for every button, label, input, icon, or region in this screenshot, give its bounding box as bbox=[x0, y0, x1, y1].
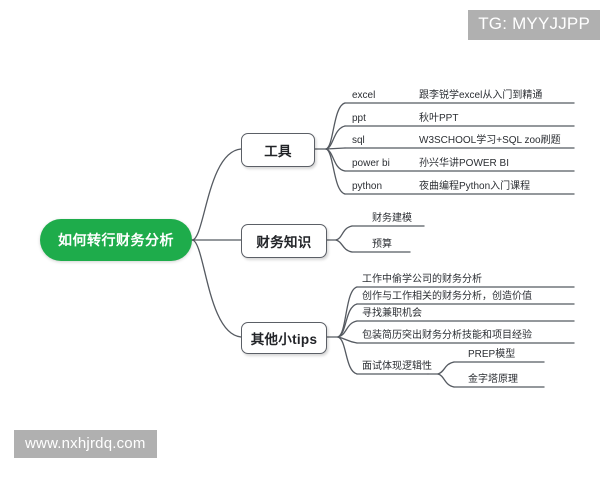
root-node-label: 如何转行财务分析 bbox=[58, 232, 174, 248]
leaf-tools-ppt-key: ppt bbox=[352, 113, 366, 124]
wire-root-to-tools bbox=[191, 148, 242, 241]
wire-tips-4 bbox=[337, 336, 358, 344]
wire-tools-ppt bbox=[325, 125, 346, 150]
leaf-sub-prep-model: PREP模型 bbox=[468, 349, 516, 360]
branch-node-finance[interactable]: 财务知识 bbox=[241, 224, 327, 258]
branch-node-tips[interactable]: 其他小tips bbox=[241, 322, 327, 354]
wire-finance-model bbox=[335, 225, 353, 241]
wire-sub-prep bbox=[437, 361, 455, 375]
leaf-tools-ppt-value: 秋叶PPT bbox=[419, 113, 459, 124]
wire-tips-3 bbox=[337, 320, 358, 338]
wire-tips-1 bbox=[337, 286, 358, 338]
wire-root-to-tips bbox=[191, 239, 242, 338]
leaf-tools-sql-value: W3SCHOOL学习+SQL zoo刷题 bbox=[419, 135, 561, 146]
leaf-finance-budget: 预算 bbox=[372, 239, 392, 250]
wire-tools-python bbox=[325, 148, 346, 195]
leaf-tools-python-value: 夜曲编程Python入门课程 bbox=[419, 181, 531, 192]
leaf-tips-resume: 包装简历突出财务分析技能和项目经验 bbox=[362, 330, 532, 341]
leaf-tips-learn-at-work: 工作中偷学公司的财务分析 bbox=[362, 274, 482, 285]
leaf-tools-python-key: python bbox=[352, 181, 383, 192]
wire-tools-sql bbox=[325, 147, 346, 150]
watermark-bottom-left: www.nxhjrdq.com bbox=[14, 430, 157, 458]
watermark-top-right: TG: MYYJJPP bbox=[468, 10, 600, 40]
leaf-finance-modeling: 财务建模 bbox=[372, 213, 412, 224]
wire-tips-2 bbox=[337, 303, 358, 338]
wire-sub-pyramid bbox=[437, 373, 455, 388]
branch-node-tools-label: 工具 bbox=[264, 144, 292, 159]
leaf-tips-find-parttime: 寻找兼职机会 bbox=[362, 308, 422, 319]
branch-node-tools[interactable]: 工具 bbox=[241, 133, 315, 167]
leaf-tools-sql-key: sql bbox=[352, 135, 365, 146]
leaf-tools-excel-value: 跟李锐学excel从入门到精通 bbox=[419, 90, 543, 101]
leaf-tips-interview-logic: 面试体现逻辑性 bbox=[362, 361, 432, 372]
wire-tools-excel bbox=[325, 102, 346, 150]
leaf-tools-excel-key: excel bbox=[352, 90, 376, 101]
wire-finance-budget bbox=[335, 239, 353, 253]
leaf-tips-create-content: 创作与工作相关的财务分析，创造价值 bbox=[362, 291, 532, 302]
branch-node-finance-label: 财务知识 bbox=[256, 235, 312, 250]
leaf-tools-powerbi-value: 孙兴华讲POWER BI bbox=[419, 158, 510, 169]
wire-tools-powerbi bbox=[325, 148, 346, 172]
root-node[interactable]: 如何转行财务分析 bbox=[40, 219, 192, 261]
leaf-tools-powerbi-key: power bi bbox=[352, 158, 390, 169]
wire-tips-5 bbox=[337, 336, 358, 375]
leaf-sub-pyramid-principle: 金字塔原理 bbox=[468, 374, 518, 385]
branch-node-tips-label: 其他小tips bbox=[250, 332, 318, 347]
